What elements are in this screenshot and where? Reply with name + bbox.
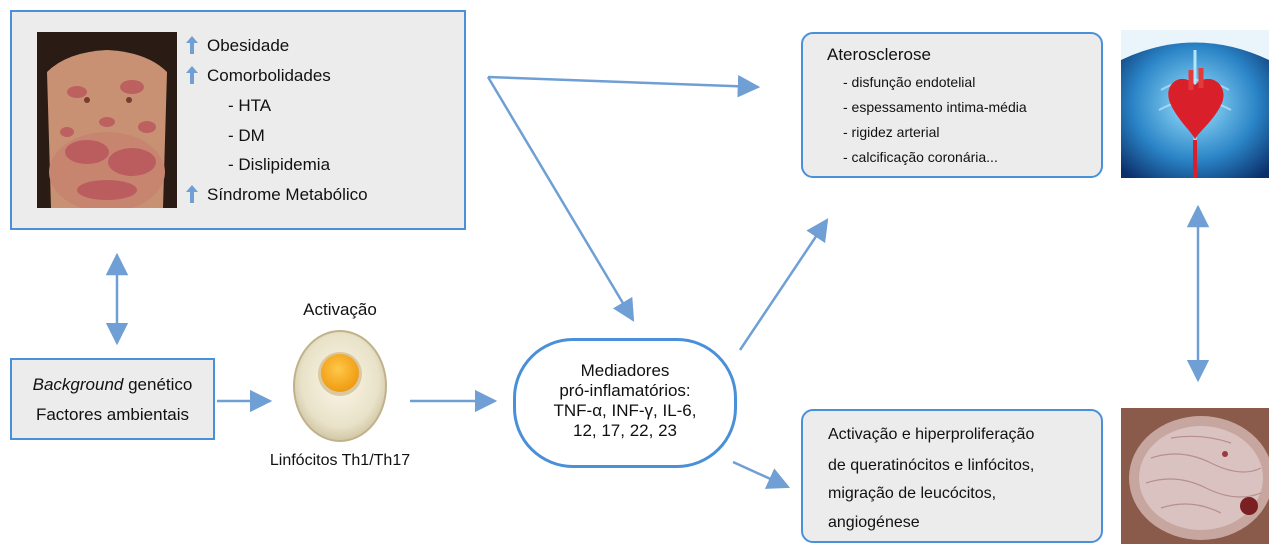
skin-line-4: angiogénese xyxy=(828,514,920,531)
environmental-factors-label: Factores ambientais xyxy=(35,405,190,424)
up-arrow-icon xyxy=(186,36,198,54)
mediators-line-2: pró-inflamatórios: xyxy=(559,381,691,400)
mediators-line-4: 12, 17, 22, 23 xyxy=(573,421,677,440)
skin-line-3: migração de leucócitos, xyxy=(828,485,997,502)
metabolic-syndrome-label: Síndrome Metabólico xyxy=(207,185,368,204)
mediators-line-1: Mediadores xyxy=(580,361,670,380)
skin-effects-box xyxy=(801,409,1103,543)
athero-item-2: - espessamento intima-média xyxy=(843,99,1027,115)
arrow-mediators-to-skin xyxy=(732,460,791,489)
obesity-label: Obesidade xyxy=(207,36,290,55)
activation-label: Activação xyxy=(303,300,377,319)
mediators-box xyxy=(513,338,737,468)
psoriasis-torso-photo xyxy=(37,32,177,208)
arrow-mediators-to-athero xyxy=(738,218,829,351)
dyslipidemia-label: - Dislipidemia xyxy=(228,155,331,174)
up-arrow-icon xyxy=(186,66,198,84)
hta-label: - HTA xyxy=(228,96,272,115)
heart-anatomy-image xyxy=(1121,30,1269,178)
genetic-background-label: Background genético xyxy=(10,375,215,395)
up-arrow-icon xyxy=(186,185,198,203)
lymphocytes-label: Linfócitos Th1/Th17 xyxy=(269,452,411,469)
genetic-environmental-box xyxy=(10,358,215,440)
genetic-word: genético xyxy=(123,375,193,394)
skin-line-2: de queratinócitos e linfócitos, xyxy=(828,457,1035,474)
athero-item-1: - disfunção endotelial xyxy=(843,74,976,90)
background-italic: Background xyxy=(32,375,124,394)
skin-line-1: Activação e hiperproliferação xyxy=(828,426,1035,443)
lymphocyte-cell-icon xyxy=(293,330,387,442)
arrow-top-to-athero xyxy=(487,75,761,98)
comorbidities-label: Comorbolidades xyxy=(207,66,331,85)
mediators-line-3: TNF-α, INF-γ, IL-6, xyxy=(553,401,697,420)
atherosclerosis-title: Aterosclerose xyxy=(827,45,931,64)
athero-item-4: - calcificação coronária... xyxy=(843,149,998,165)
atherosclerosis-box xyxy=(801,32,1103,178)
arrow-top-to-mediators xyxy=(486,76,635,322)
athero-item-3: - rigidez arterial xyxy=(843,124,940,140)
dm-label: - DM xyxy=(228,126,265,145)
psoriasis-plaque-image xyxy=(1121,408,1269,544)
